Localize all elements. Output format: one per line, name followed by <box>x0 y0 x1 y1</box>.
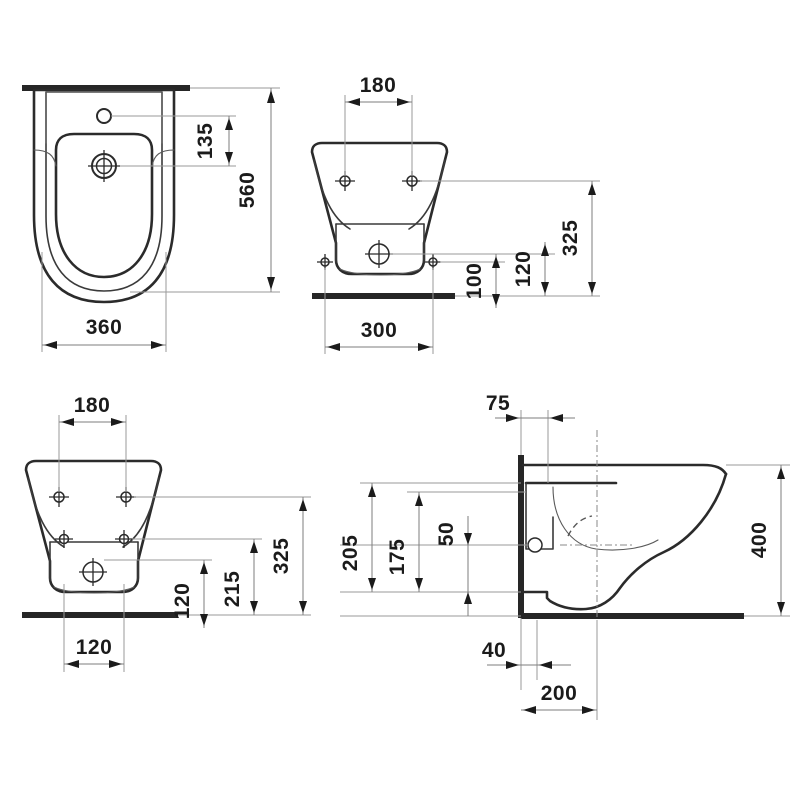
outlet-hole-front <box>365 240 393 268</box>
dim-label-40: 40 <box>482 639 506 662</box>
arrow-180-right-rear <box>111 418 124 426</box>
arrow-120h-left <box>66 660 79 668</box>
arrow-135-top <box>225 118 233 130</box>
hidden-trap-line-side <box>567 515 593 537</box>
arrow-205-bottom <box>368 578 376 590</box>
arrow-50-bottom <box>464 592 472 604</box>
bowl-interior-curve-side <box>552 486 659 551</box>
arrow-120v-top <box>200 562 208 574</box>
arrow-200-right <box>582 706 595 714</box>
bidet-outer-profile-side <box>521 472 728 611</box>
arrow-560-top <box>267 90 275 103</box>
pedestal-bottom-curve-front <box>339 268 421 276</box>
arrow-325-top-rear <box>299 499 307 511</box>
dim-label-120h-rear: 120 <box>76 636 113 659</box>
view-side-bottom-right: 75 400 205 175 50 40 200 <box>339 392 790 720</box>
arrow-180-left-rear <box>61 418 74 426</box>
mount-hole-right-front <box>402 171 422 191</box>
dim-label-50: 50 <box>435 522 458 546</box>
view-front-top-right: 180 300 100 120 325 <box>310 74 600 354</box>
dim-label-100: 100 <box>463 263 486 300</box>
bowl-blend-left-plan <box>33 149 57 167</box>
skirt-curve-right-front <box>408 159 446 230</box>
arrow-215-top <box>250 541 258 553</box>
skirt-curve-left-rear <box>27 477 65 548</box>
arrow-175-top <box>415 494 423 506</box>
bidet-rim-outline-plan <box>45 91 163 292</box>
drain-hole-crosshair-plan <box>88 150 120 182</box>
dim-label-135: 135 <box>194 123 217 160</box>
dim-label-325-front: 325 <box>559 220 582 257</box>
outlet-hole-rear <box>79 558 107 586</box>
dim-label-200: 200 <box>541 682 578 705</box>
dim-label-300: 300 <box>361 319 398 342</box>
arrow-360-left <box>44 341 57 349</box>
floor-hole-right-front <box>425 254 441 270</box>
arrow-135-bottom <box>225 152 233 164</box>
arrow-560-bottom <box>267 277 275 290</box>
dim-label-215: 215 <box>221 571 244 608</box>
arrow-200-left <box>523 706 536 714</box>
lower-hole-right-rear <box>115 530 133 548</box>
dim-label-175: 175 <box>386 539 409 576</box>
dim-label-120v-rear: 120 <box>171 583 194 620</box>
arrow-205-top <box>368 485 376 497</box>
bowl-blend-right-plan <box>151 149 175 167</box>
dim-label-120-front: 120 <box>512 251 535 288</box>
arrow-100-top <box>492 256 500 268</box>
tap-hole-plan <box>96 108 112 124</box>
view-plan-top-left: 135 560 360 <box>22 85 280 352</box>
lower-hole-left-rear <box>55 530 73 548</box>
arrow-40-right <box>539 661 552 669</box>
dim-label-180-rear: 180 <box>74 394 111 417</box>
arrow-180-left-front <box>347 98 360 106</box>
arrow-100-bottom <box>492 294 500 306</box>
rim-top-side <box>521 463 728 476</box>
arrow-215-bottom <box>250 601 258 613</box>
dim-label-560: 560 <box>236 172 259 209</box>
arrow-325-bottom-rear <box>299 601 307 613</box>
view-rear-bottom-left: 180 120 120 215 325 <box>22 394 311 672</box>
dim-label-205: 205 <box>339 535 362 572</box>
arrow-175-bottom <box>415 578 423 590</box>
arrow-120-bottom-front <box>541 282 549 294</box>
dim-label-75: 75 <box>486 392 510 415</box>
dim-label-360: 360 <box>86 316 123 339</box>
dim-label-400: 400 <box>748 522 771 559</box>
arrow-300-right <box>418 343 431 351</box>
skirt-curve-left-front <box>313 159 351 230</box>
arrow-120-top-front <box>541 244 549 256</box>
pedestal-bottom-curve-rear <box>53 586 135 594</box>
pedestal-sides-front <box>335 223 425 263</box>
arrow-300-left <box>327 343 340 351</box>
skirt-curve-right-rear <box>122 477 160 548</box>
arrow-120h-right <box>109 660 122 668</box>
arrow-325-top-front <box>588 183 596 195</box>
floor-hole-left-front <box>317 254 333 270</box>
dim-label-325-rear: 325 <box>270 538 293 575</box>
inlet-hole-side <box>527 537 543 553</box>
dim-label-180-front: 180 <box>360 74 397 97</box>
arrow-325-bottom-front <box>588 282 596 294</box>
arrow-50-top <box>464 533 472 545</box>
arrow-75-right <box>550 414 563 422</box>
arrow-40-left <box>506 661 519 669</box>
arrow-360-right <box>151 341 164 349</box>
bidet-bowl-outline-plan <box>54 132 154 279</box>
pedestal-sides-rear <box>49 541 139 581</box>
arrow-75-left <box>506 414 519 422</box>
arrow-400-bottom <box>777 602 785 614</box>
arrow-400-top <box>777 467 785 479</box>
arrow-180-right-front <box>397 98 410 106</box>
bidet-outer-outline-plan <box>32 88 176 304</box>
arrow-120v-bottom <box>200 614 208 626</box>
